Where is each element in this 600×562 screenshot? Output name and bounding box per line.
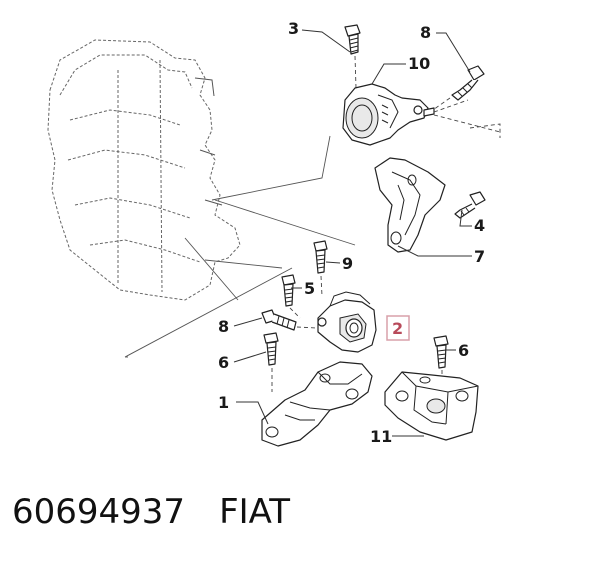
part-3-bolt: [344, 24, 361, 89]
callout-5: 5: [304, 279, 315, 298]
callout-9: 9: [342, 254, 353, 273]
part-1-bracket: [261, 361, 373, 447]
callout-10: 10: [408, 54, 430, 73]
part-2-transmission-mount: [317, 291, 377, 353]
callout-6-right: 6: [458, 341, 469, 360]
engine-reference-lines: [124, 135, 356, 358]
callout-8-top: 8: [420, 23, 431, 42]
leader-lines: [233, 29, 472, 437]
part-6-left-bolt: [263, 332, 279, 392]
callout-8-left: 8: [218, 317, 229, 336]
callout-7: 7: [474, 247, 485, 266]
callout-2: 2: [392, 319, 403, 338]
callout-11: 11: [370, 427, 392, 446]
part-7-bracket: [374, 157, 446, 253]
callout-4: 4: [474, 216, 485, 235]
part-5-bolt: [281, 274, 301, 319]
part-8-top-bolt: [429, 65, 485, 113]
part-number: 60694937: [12, 492, 186, 532]
part-11-support: [384, 371, 479, 441]
brand-name: FIAT: [219, 492, 291, 532]
engine-block-outline: [47, 39, 241, 301]
part-8-left-bolt: [261, 309, 317, 331]
callout-6-left: 6: [218, 353, 229, 372]
callout-1: 1: [218, 393, 229, 412]
part-9-bolt: [313, 240, 328, 297]
callout-labels: 3 8 10 4 7 9 5 2 8 6 6 1 11: [218, 19, 485, 446]
callout-3: 3: [288, 19, 299, 38]
part-10-engine-mount: [342, 83, 501, 146]
callout-2-highlight-box: [386, 315, 410, 341]
part-4-bolt: [454, 191, 486, 219]
part-caption: 60694937 FIAT: [12, 492, 290, 532]
